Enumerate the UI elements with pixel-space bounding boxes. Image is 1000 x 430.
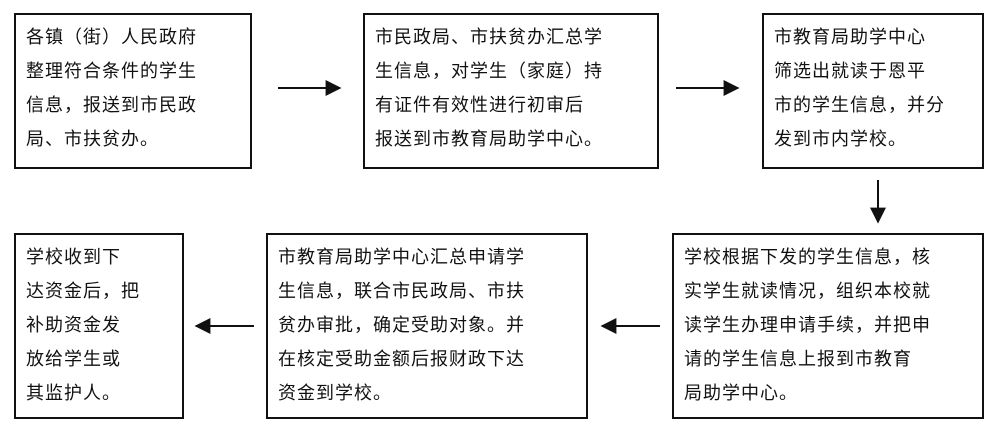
step-box-3: 市教育局助学中心 筛选出就读于恩平 市的学生信息，并分 发到市内学校。 xyxy=(762,13,984,169)
step-box-4: 学校根据下发的学生信息，核 实学生就读情况，组织本校就 读学生办理申请手续，并把… xyxy=(672,233,984,419)
step-box-2: 市民政局、市扶贫办汇总学 生信息，对学生（家庭）持 有证件有效性进行初审后 报送… xyxy=(363,13,659,169)
step-text-5: 市教育局助学中心汇总申请学 生信息，联合市民政局、市扶 贫办审批，确定受助对象。… xyxy=(278,247,525,404)
step-text-3: 市教育局助学中心 筛选出就读于恩平 市的学生信息，并分 发到市内学校。 xyxy=(774,27,945,150)
step-text-4: 学校根据下发的学生信息，核 实学生就读情况，组织本校就 读学生办理申请手续，并把… xyxy=(684,247,931,404)
step-box-1: 各镇（街）人民政府 整理符合条件的学生 信息，报送到市民政 局、市扶贫办。 xyxy=(14,13,252,169)
step-box-6: 学校收到下 达资金后，把 补助资金发 放给学生或 其监护人。 xyxy=(14,233,184,419)
step-box-5: 市教育局助学中心汇总申请学 生信息，联合市民政局、市扶 贫办审批，确定受助对象。… xyxy=(266,233,588,419)
step-text-6: 学校收到下 达资金后，把 补助资金发 放给学生或 其监护人。 xyxy=(26,247,140,404)
step-text-1: 各镇（街）人民政府 整理符合条件的学生 信息，报送到市民政 局、市扶贫办。 xyxy=(26,27,197,150)
step-text-2: 市民政局、市扶贫办汇总学 生信息，对学生（家庭）持 有证件有效性进行初审后 报送… xyxy=(375,27,603,150)
